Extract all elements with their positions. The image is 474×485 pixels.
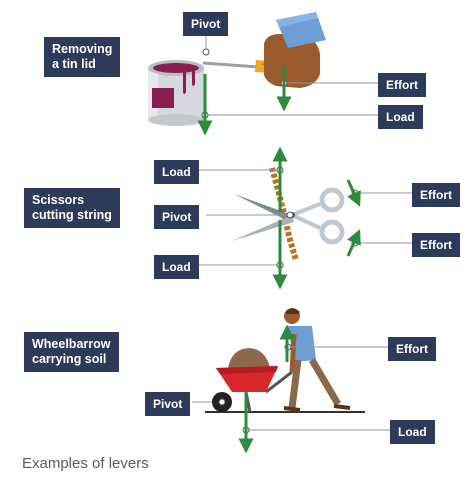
scissors-effort-bottom-label: Effort [412, 233, 460, 257]
scissors-load-top-label: Load [154, 160, 199, 184]
tin-load-label: Load [378, 105, 423, 129]
scissors-pivot-label: Pivot [154, 205, 200, 229]
tin-pivot-label: Pivot [183, 12, 229, 36]
scissors-title: Scissors cutting string [24, 188, 120, 228]
tin-effort-label: Effort [378, 73, 426, 97]
scissors-load-bottom-label: Load [154, 255, 199, 279]
tin-title: Removing a tin lid [44, 37, 121, 77]
scissors-effort-top-label: Effort [412, 183, 460, 207]
wheelbarrow-illustration [205, 308, 365, 413]
wheelbarrow-effort-label: Effort [388, 337, 436, 361]
wheelbarrow-pivot-label: Pivot [145, 392, 191, 416]
tin-illustration [148, 12, 326, 126]
wheelbarrow-title: Wheelbarrow carrying soil [24, 332, 119, 372]
figure-caption: Examples of levers [22, 455, 149, 472]
wheelbarrow-load-label: Load [390, 420, 435, 444]
